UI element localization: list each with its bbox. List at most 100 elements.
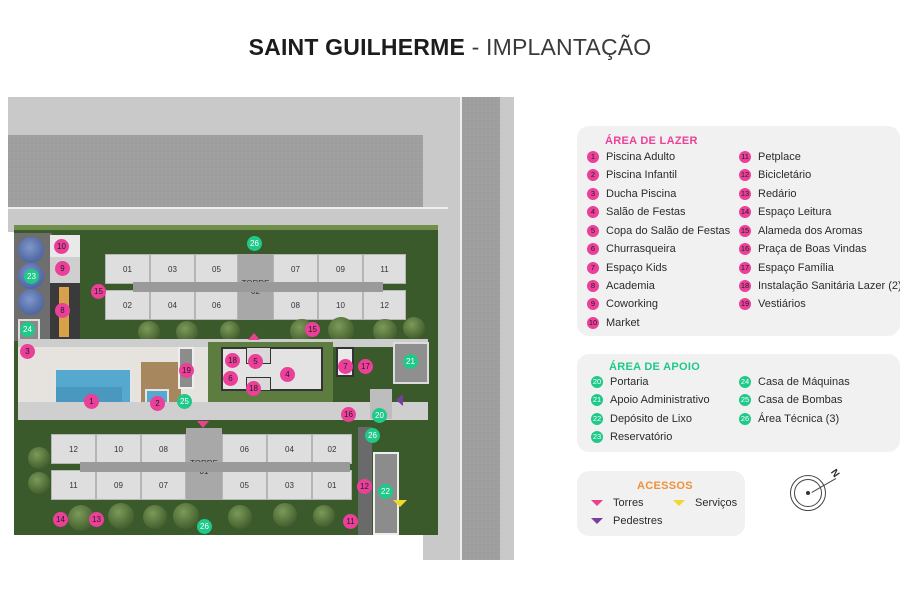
legend-label: Casa de Máquinas: [758, 376, 850, 388]
legend-lazer-title: ÁREA DE LAZER: [605, 135, 698, 147]
map-pin-3[interactable]: 3: [20, 344, 35, 359]
map-pin-13[interactable]: 13: [89, 512, 104, 527]
tower2-unit: 09: [318, 254, 363, 284]
tower2-unit: 10: [318, 290, 363, 320]
legend-label: Piscina Adulto: [606, 151, 676, 163]
legend-label: Serviços: [695, 497, 738, 509]
water-tank: [18, 289, 44, 315]
tower2-unit: 08: [273, 290, 318, 320]
legend-label: Petplace: [758, 151, 801, 163]
number-badge: 3: [587, 188, 599, 200]
number-badge: 9: [587, 298, 599, 310]
number-badge: 18: [739, 280, 751, 292]
water-tank: [18, 237, 44, 263]
curb-line: [460, 97, 462, 560]
tower-access-marker: [248, 333, 260, 340]
map-pin-5[interactable]: 5: [248, 354, 263, 369]
legend-acessos: ACESSOS Torres Serviços Pedestres: [577, 471, 745, 536]
legend-label: Apoio Administrativo: [610, 394, 710, 406]
legend-label: Salão de Festas: [606, 206, 686, 218]
map-pin-18[interactable]: 18: [225, 353, 240, 368]
map-pin-15[interactable]: 15: [91, 284, 106, 299]
party-hall: [221, 347, 323, 391]
tower2-unit: 07: [273, 254, 318, 284]
map-pin-2[interactable]: 2: [150, 396, 165, 411]
number-badge: 4: [587, 206, 599, 218]
map-pin-22[interactable]: 22: [378, 484, 393, 499]
tree: [273, 503, 297, 527]
map-pin-14[interactable]: 14: [53, 512, 68, 527]
street-north: [8, 135, 448, 207]
tree: [228, 505, 252, 529]
map-pin-25[interactable]: 25: [177, 394, 192, 409]
map-pin-18[interactable]: 18: [246, 381, 261, 396]
number-badge: 8: [587, 280, 599, 292]
map-pin-17[interactable]: 17: [358, 359, 373, 374]
tower2-unit: 02: [105, 290, 150, 320]
number-badge: 23: [591, 431, 603, 443]
map-pin-26[interactable]: 26: [365, 428, 380, 443]
number-badge: 2: [587, 169, 599, 181]
tree: [313, 505, 335, 527]
legend-label: Vestiários: [758, 298, 806, 310]
map-pin-6[interactable]: 6: [223, 371, 238, 386]
torres-triangle-icon: [591, 500, 603, 506]
map-pin-8[interactable]: 8: [55, 303, 70, 318]
map-pin-23[interactable]: 23: [24, 269, 39, 284]
tower2-unit: 06: [195, 290, 238, 320]
legend-access-pedestres: Pedestres: [591, 515, 663, 527]
pedestrian-access-marker: [396, 394, 403, 406]
map-pin-26[interactable]: 26: [247, 236, 262, 251]
tower1-unit: 10: [96, 434, 141, 464]
map-pin-24[interactable]: 24: [20, 322, 35, 337]
compass-north-label: N: [828, 467, 842, 480]
map-pin-19[interactable]: 19: [179, 363, 194, 378]
tower1-unit: 05: [222, 470, 267, 500]
hedge-border: [14, 225, 438, 230]
tree: [108, 503, 134, 529]
tower2-corridor: [133, 282, 383, 292]
tower1-unit: 02: [312, 434, 352, 464]
map-pin-15[interactable]: 15: [305, 322, 320, 337]
number-badge: 14: [739, 206, 751, 218]
map-pin-4[interactable]: 4: [280, 367, 295, 382]
map-pin-7[interactable]: 7: [338, 359, 353, 374]
curb-line: [8, 207, 448, 209]
tower1-corridor: [80, 462, 350, 472]
map-pin-16[interactable]: 16: [341, 407, 356, 422]
map-pin-10[interactable]: 10: [54, 239, 69, 254]
tree: [143, 505, 167, 529]
tower1-unit: 04: [267, 434, 312, 464]
tower1-unit: 06: [222, 434, 267, 464]
map-pin-9[interactable]: 9: [55, 261, 70, 276]
legend-label: Market: [606, 317, 640, 329]
servicos-triangle-icon: [673, 500, 685, 506]
map-pin-21[interactable]: 21: [403, 354, 418, 369]
legend-label: Reservatório: [610, 431, 673, 443]
title-subtitle: - IMPLANTAÇÃO: [464, 34, 652, 60]
number-badge: 16: [739, 243, 751, 255]
tower2-unit: 11: [363, 254, 406, 284]
number-badge: 24: [739, 376, 751, 388]
map-pin-20[interactable]: 20: [372, 408, 387, 423]
map-pin-1[interactable]: 1: [84, 394, 99, 409]
tower-access-marker: [197, 421, 209, 428]
map-pin-11[interactable]: 11: [343, 514, 358, 529]
map-pin-26[interactable]: 26: [197, 519, 212, 534]
map-pin-12[interactable]: 12: [357, 479, 372, 494]
tower1-unit: 01: [312, 470, 352, 500]
